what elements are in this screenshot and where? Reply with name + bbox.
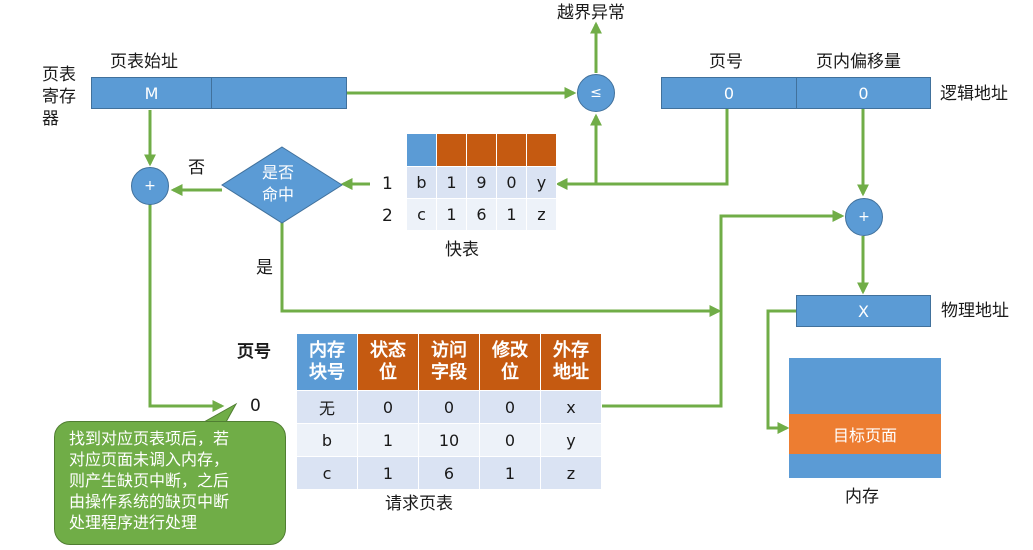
page-table-cell: 1: [479, 456, 541, 490]
tlb-row: c 1 6 1 z: [406, 198, 557, 231]
page-number-column-label: 页号: [237, 342, 271, 362]
tlb-cell: c: [406, 198, 437, 231]
page-table-adder: +: [131, 167, 169, 205]
logical-page-number-box: 0: [661, 77, 797, 109]
tlb-row-index-1: 1: [382, 174, 393, 194]
tlb-cell: y: [526, 166, 557, 199]
page-offset-header-label: 页内偏移量: [816, 52, 901, 72]
tlb-cell: 1: [436, 166, 467, 199]
page-number-header-label: 页号: [709, 52, 743, 72]
page-table-cell: 1: [357, 423, 419, 457]
page-table-register-length: [211, 77, 347, 109]
page-table-cell: 0: [479, 423, 541, 457]
page-table-header-cell: 访问 字段: [418, 333, 480, 391]
page-table-register-start: M: [91, 77, 212, 109]
tlb-header-row: [406, 133, 557, 167]
page-table-start-label: 页表始址: [110, 52, 178, 72]
tlb-row: b 1 9 0 y: [406, 166, 557, 199]
tlb-cell: 0: [496, 166, 527, 199]
page-table-row: b 1 10 0 y: [296, 423, 602, 457]
page-table-header-cell: 内存 块号: [296, 333, 358, 391]
page-table-header-cell: 修改 位: [479, 333, 541, 391]
request-page-table-caption: 请求页表: [385, 494, 453, 514]
page-table-cell: 0: [479, 390, 541, 424]
page-table-cell: c: [296, 456, 358, 490]
hit-decision-text: 是否 命中: [262, 163, 295, 204]
physical-address-adder: +: [845, 198, 883, 236]
memory-block-bottom: [789, 454, 941, 478]
tlb-cell: 6: [466, 198, 497, 231]
tlb-header-cell: [436, 133, 467, 167]
page-fault-callout: 找到对应页表项后，若 对应页面未调入内存， 则产生缺页中断，之后 由操作系统的缺…: [54, 421, 286, 545]
page-table-cell: z: [540, 456, 602, 490]
tlb-caption: 快表: [445, 240, 479, 260]
logical-offset-box: 0: [796, 77, 931, 109]
page-table-row-index: 0: [250, 396, 261, 416]
request-page-table: 内存 块号 状态 位 访问 字段 修改 位 外存 地址 无 0 0 0 x b …: [296, 333, 602, 490]
tlb-header-cell: [406, 133, 437, 167]
page-table-header-cell: 外存 地址: [540, 333, 602, 391]
page-table-header-cell: 状态 位: [357, 333, 419, 391]
compare-node: ≤: [577, 74, 615, 112]
tlb-table: b 1 9 0 y c 1 6 1 z: [406, 133, 557, 231]
page-table-register-label: 页表 寄存 器: [42, 65, 76, 129]
page-table-cell: 0: [357, 390, 419, 424]
tlb-cell: 9: [466, 166, 497, 199]
tlb-cell: 1: [496, 198, 527, 231]
physical-address-label: 物理地址: [941, 301, 1009, 321]
page-table-cell: y: [540, 423, 602, 457]
memory-block-top: [789, 358, 941, 414]
page-table-cell: 1: [357, 456, 419, 490]
page-table-cell: 无: [296, 390, 358, 424]
page-table-cell: 0: [418, 390, 480, 424]
page-table-header-row: 内存 块号 状态 位 访问 字段 修改 位 外存 地址: [296, 333, 602, 391]
page-table-row: c 1 6 1 z: [296, 456, 602, 490]
page-table-cell: 10: [418, 423, 480, 457]
overflow-exception-label: 越界异常: [557, 3, 625, 23]
target-page-block: 目标页面: [789, 414, 941, 454]
page-table-cell: 6: [418, 456, 480, 490]
page-table-cell: b: [296, 423, 358, 457]
physical-address-box: X: [796, 295, 931, 327]
tlb-cell: z: [526, 198, 557, 231]
hit-label: 是: [256, 258, 273, 278]
tlb-cell: 1: [436, 198, 467, 231]
miss-label: 否: [188, 158, 205, 178]
page-table-row: 无 0 0 0 x: [296, 390, 602, 424]
tlb-header-cell: [526, 133, 557, 167]
tlb-header-cell: [496, 133, 527, 167]
page-table-cell: x: [540, 390, 602, 424]
tlb-row-index-2: 2: [382, 206, 393, 226]
hit-decision-diamond: [221, 146, 343, 224]
memory-label: 内存: [845, 487, 879, 507]
logical-address-label: 逻辑地址: [940, 84, 1008, 104]
tlb-header-cell: [466, 133, 497, 167]
tlb-cell: b: [406, 166, 437, 199]
